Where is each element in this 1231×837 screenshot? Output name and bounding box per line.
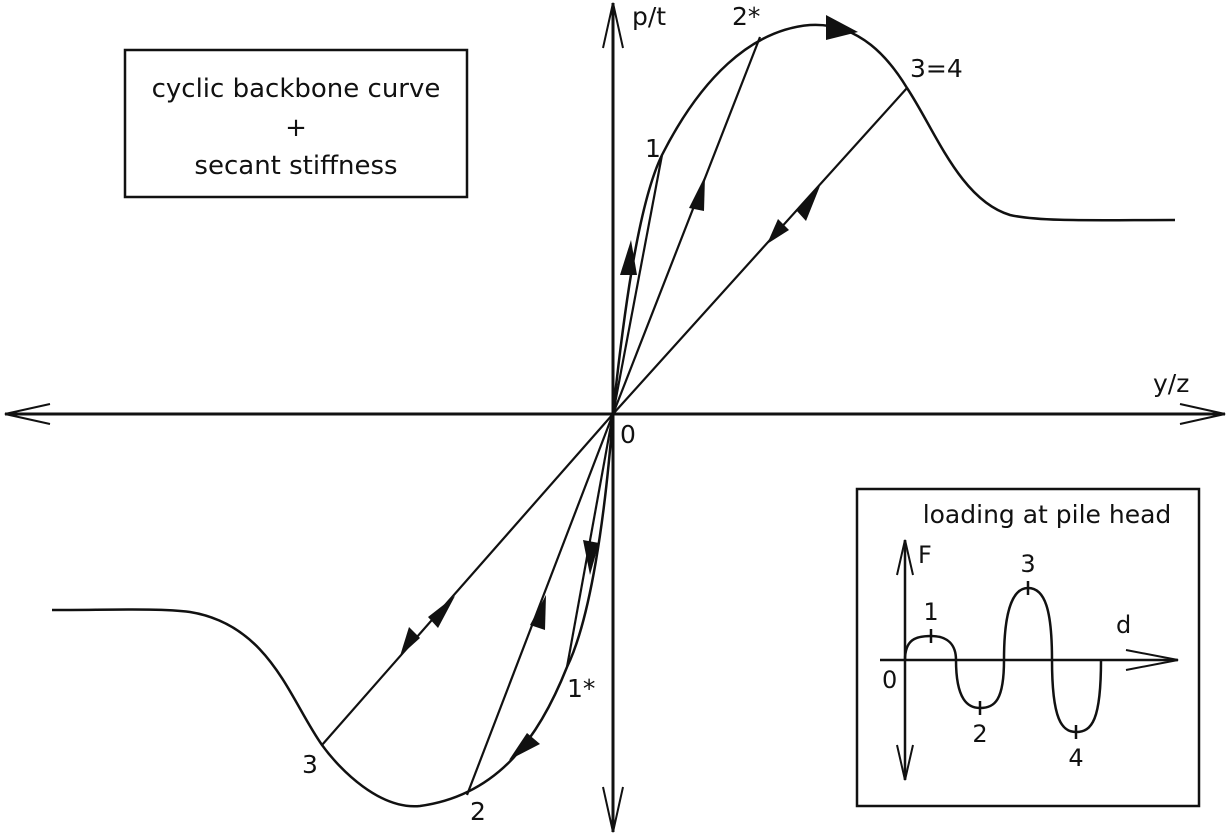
arrow-secant-3-up (428, 596, 455, 628)
legend-line-1: cyclic backbone curve (152, 74, 441, 104)
secant-lines (321, 36, 908, 796)
arrow-secant-3-down (400, 627, 420, 656)
arrow-secant-2 (530, 595, 546, 630)
legend-line-2: + (285, 113, 307, 143)
direction-arrows (400, 15, 858, 760)
legend-line-3: secant stiffness (194, 151, 397, 181)
point-label-1: 1 (645, 134, 661, 163)
x-axis (4, 403, 1226, 425)
origin-label: 0 (620, 420, 636, 449)
secant-0-2 (465, 413, 615, 796)
arrow-secant-1star (583, 540, 599, 575)
x-axis-label: y/z (1153, 369, 1189, 398)
backbone-curve-negative (51, 413, 615, 808)
point-label-3eq4: 3=4 (910, 54, 963, 83)
point-label-2: 2 (470, 797, 486, 826)
secant-0-3eq4 (612, 87, 908, 415)
inset-x-label: d (1116, 611, 1131, 639)
point-label-3: 3 (302, 750, 318, 779)
inset-origin-label: 0 (882, 666, 897, 694)
inset-title: loading at pile head (923, 500, 1172, 529)
backbone-curve-positive (611, 23, 1176, 415)
inset-mark-2: 2 (972, 720, 987, 748)
secant-0-1star (565, 413, 615, 668)
inset-mark-1: 1 (923, 598, 938, 626)
point-label-2star: 2* (732, 2, 760, 31)
legend-box: cyclic backbone curve + secant stiffness (123, 48, 469, 199)
secant-0-1 (611, 154, 664, 415)
arrow-backbone-up (620, 240, 637, 275)
arrow-backbone-top (826, 15, 858, 40)
inset-y-label: F (918, 541, 932, 569)
point-label-1star: 1* (567, 674, 595, 703)
inset-mark-4: 4 (1068, 744, 1083, 772)
arrow-secant-2star (689, 176, 705, 211)
inset-mark-3: 3 (1020, 550, 1035, 578)
loading-inset: loading at pile head F d 0 1 2 3 4 (855, 487, 1201, 808)
secant-0-2star (611, 36, 762, 415)
secant-0-3 (321, 413, 614, 746)
arrow-secant-34-up (796, 186, 820, 221)
arrow-backbone-lower (509, 733, 540, 760)
inset-load-signal (903, 586, 1103, 734)
arrow-secant-34-down (767, 219, 789, 244)
y-axis-label: p/t (632, 2, 666, 31)
